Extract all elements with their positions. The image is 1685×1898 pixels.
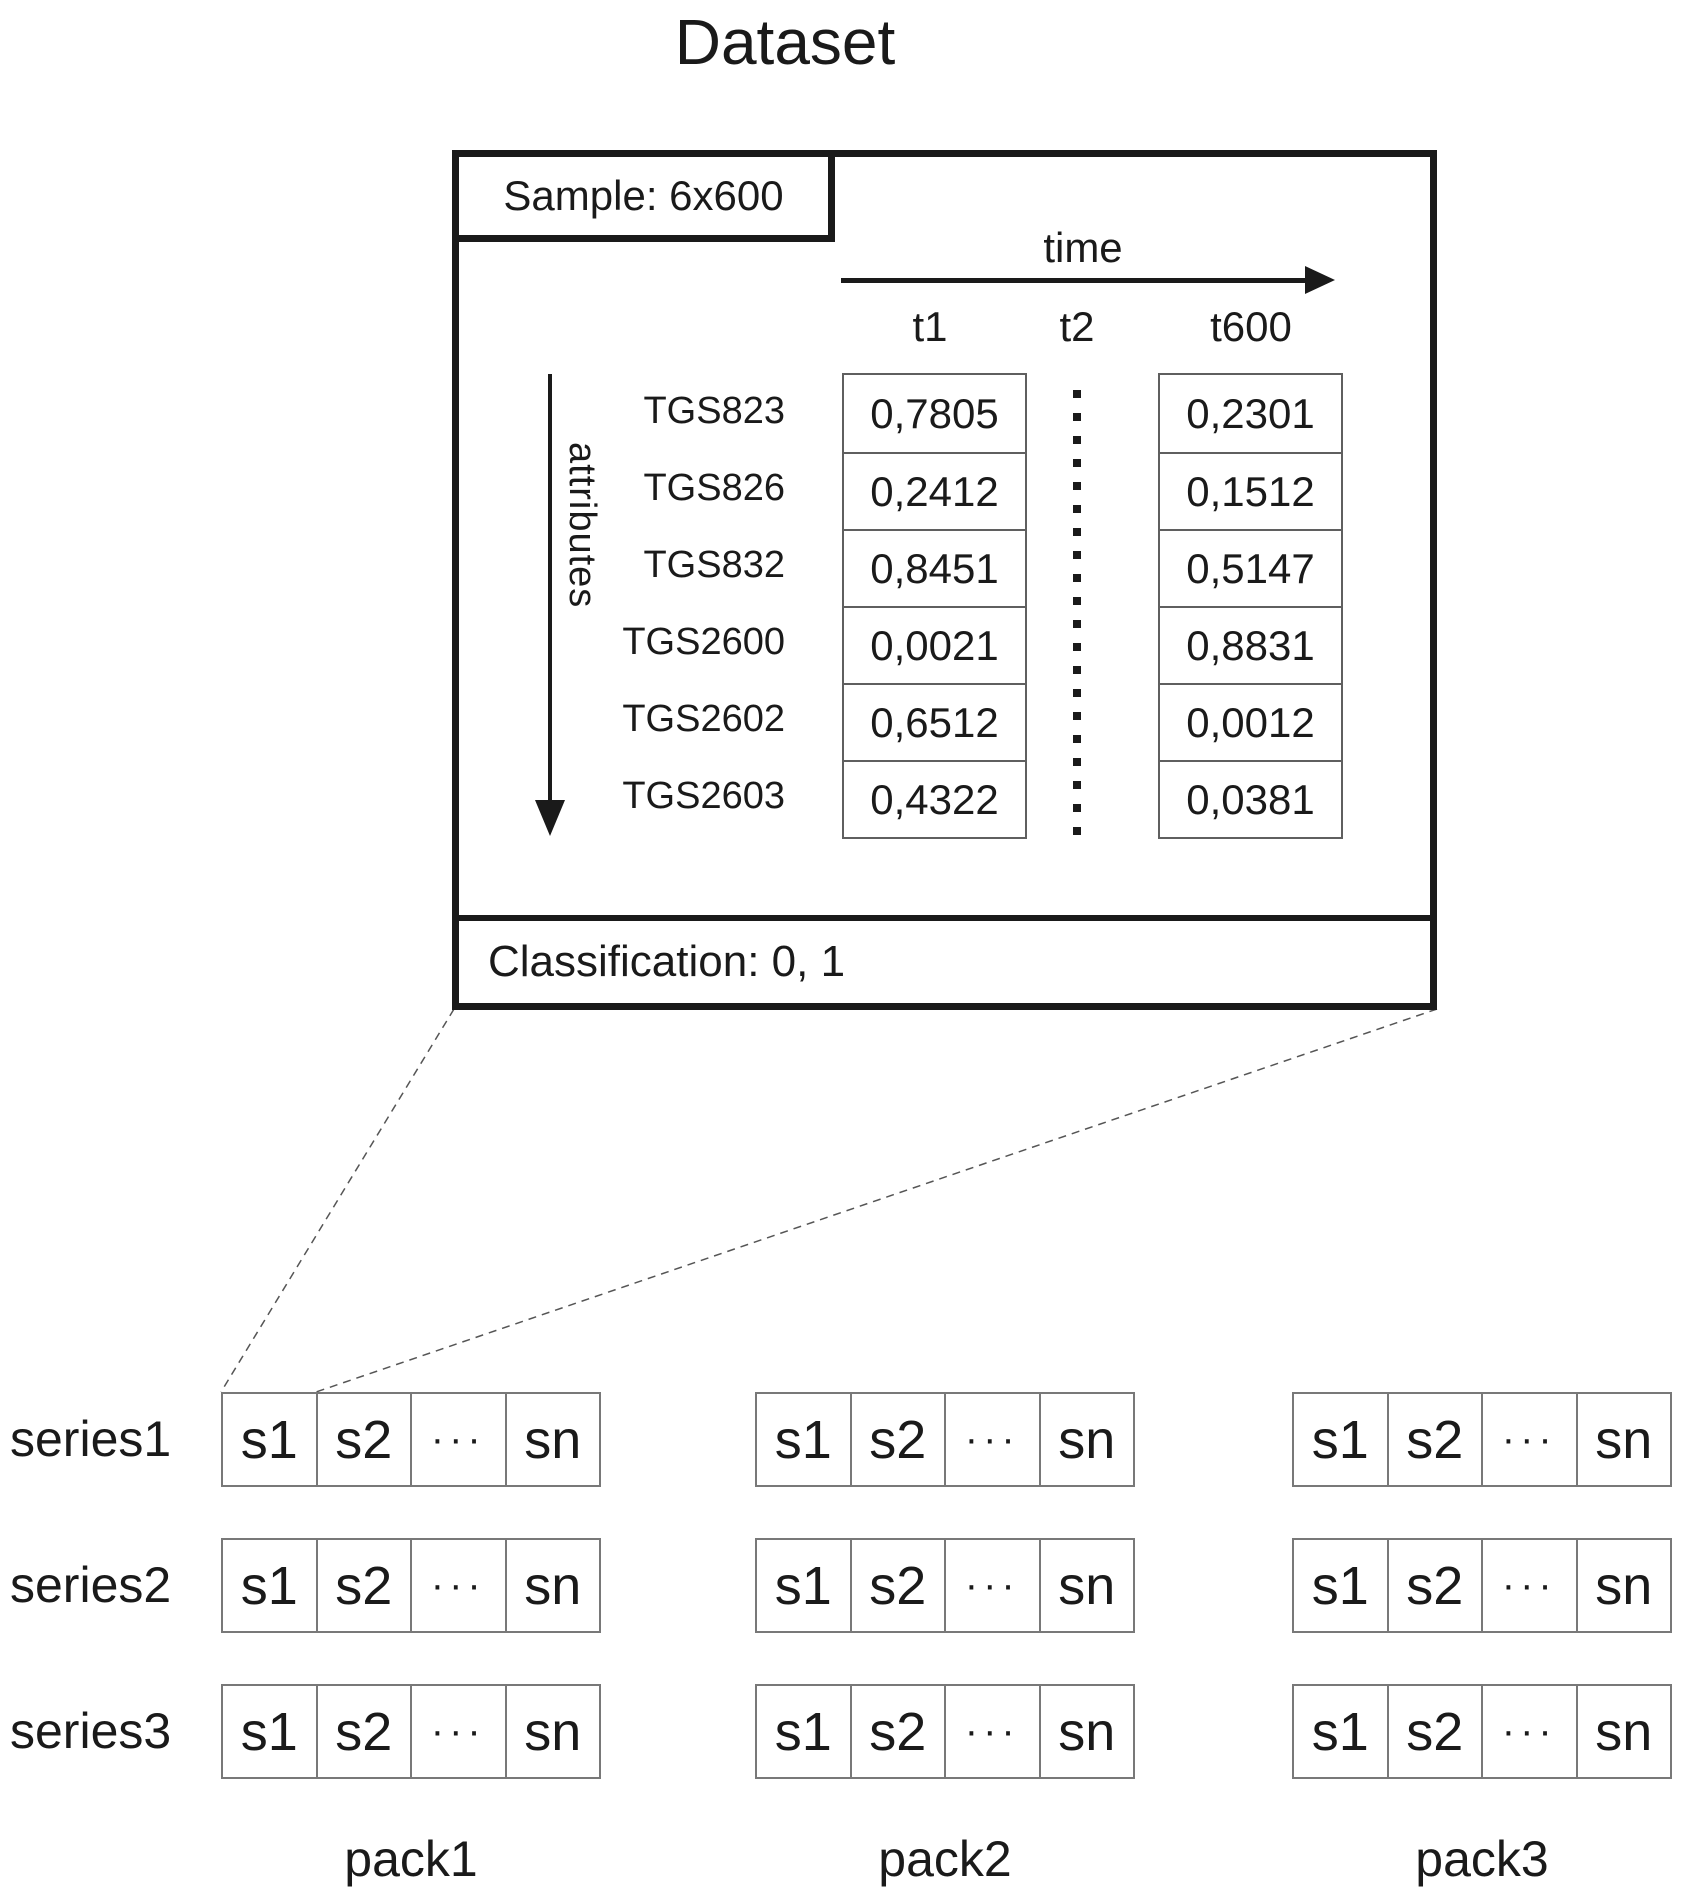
column-header-t600: t600 [1210,303,1292,350]
classification-divider [452,915,1437,921]
series-cell: s2 [1386,1540,1482,1631]
attribute-label: TGS2603 [622,775,785,817]
attribute-label: TGS826 [643,467,785,509]
series-cell: s2 [315,1394,411,1485]
series-row: s1 s2 ··· sn [755,1392,1135,1487]
ellipsis-cell: ··· [410,1394,505,1485]
t600-value-column: 0,2301 0,1512 0,5147 0,8831 0,0012 0,038… [1158,373,1343,839]
series-label-3: series3 [10,1703,172,1759]
ellipsis-cell: ··· [1481,1540,1576,1631]
series-cell: s1 [240,1409,298,1470]
attribute-label-column: TGS823 TGS826 TGS832 TGS2600 TGS2602 TGS… [480,373,785,835]
column-header-t2: t2 [1059,303,1095,350]
series-cell: sn [1575,1394,1671,1485]
series-cell: s1 [774,1409,832,1470]
series-row: s1 s2 ··· sn [755,1684,1135,1779]
value-cell: 0,2412 [844,452,1025,529]
ellipsis-cell: ··· [1481,1686,1576,1777]
series-label-1: series1 [10,1411,172,1467]
series-cell: sn [1575,1540,1671,1631]
series-cell: s1 [240,1701,298,1762]
attributes-arrow-head-icon [535,800,565,836]
value-cell: 0,0381 [1160,760,1341,837]
series-cell: s2 [1386,1686,1482,1777]
time-axis-label: time [1043,224,1123,271]
value-cell: 0,8451 [844,529,1025,606]
series-cell: s2 [849,1686,945,1777]
value-cell: 0,5147 [1160,529,1341,606]
series-cell: sn [504,1686,600,1777]
series-row: s1 s2 ··· sn [221,1684,601,1779]
value-cell: 0,0021 [844,606,1025,683]
classification-label: Classification: 0, 1 [488,937,846,986]
pack-label-3: pack3 [1415,1831,1549,1887]
time-arrow-icon [841,278,1307,283]
series-cell: s2 [849,1540,945,1631]
value-cell: 0,7805 [870,389,999,437]
series-cell: sn [504,1394,600,1485]
attribute-label: TGS2602 [622,698,785,740]
sample-box: Sample: 6x600 [452,150,835,242]
series-cell: s1 [1311,1555,1369,1616]
series-cell: s2 [1386,1394,1482,1485]
value-cell: 0,8831 [1160,606,1341,683]
value-cell: 0,1512 [1160,452,1341,529]
series-cell: s2 [315,1686,411,1777]
attributes-arrow-icon [548,374,552,802]
value-cell: 0,6512 [844,683,1025,760]
ellipsis-cell: ··· [410,1686,505,1777]
ellipsis-cell: ··· [410,1540,505,1631]
attribute-label: TGS2600 [622,621,785,663]
sample-label: Sample: 6x600 [503,172,784,219]
time-arrow-head-icon [1305,266,1335,294]
value-cell: 0,2301 [1186,389,1315,437]
value-cell: 0,0012 [1160,683,1341,760]
attributes-axis-label: attributes [561,442,603,609]
column-header-t1: t1 [912,303,948,350]
series-cell: sn [1038,1394,1134,1485]
attribute-label: TGS832 [643,544,785,586]
series-cell: s1 [774,1555,832,1616]
value-cell: 0,4322 [844,760,1025,837]
series-row: s1 s2 ··· sn [1292,1392,1672,1487]
ellipsis-cell: ··· [944,1394,1039,1485]
series-cell: s1 [1311,1701,1369,1762]
series-cell: s1 [1311,1409,1369,1470]
ellipsis-cell: ··· [944,1686,1039,1777]
pack-label-2: pack2 [878,1831,1012,1887]
pack-label-1: pack1 [344,1831,478,1887]
series-row: s1 s2 ··· sn [221,1392,601,1487]
series-cell: sn [1038,1540,1134,1631]
t1-value-column: 0,7805 0,2412 0,8451 0,0021 0,6512 0,432… [842,373,1027,839]
series-cell: s2 [315,1540,411,1631]
series-cell: sn [1575,1686,1671,1777]
series-row: s1 s2 ··· sn [1292,1684,1672,1779]
ellipsis-cell: ··· [944,1540,1039,1631]
series-cell: s1 [774,1701,832,1762]
series-cell: sn [1038,1686,1134,1777]
series-cell: s1 [240,1555,298,1616]
series-cell: sn [504,1540,600,1631]
ellipsis-cell: ··· [1481,1394,1576,1485]
series-cell: s2 [849,1394,945,1485]
series-row: s1 s2 ··· sn [1292,1538,1672,1633]
t2-ellipsis-dotted-line [1073,390,1081,848]
series-row: s1 s2 ··· sn [221,1538,601,1633]
attribute-label: TGS823 [643,390,785,432]
figure-title: Dataset [674,6,896,78]
series-label-2: series2 [10,1557,172,1613]
series-row: s1 s2 ··· sn [755,1538,1135,1633]
